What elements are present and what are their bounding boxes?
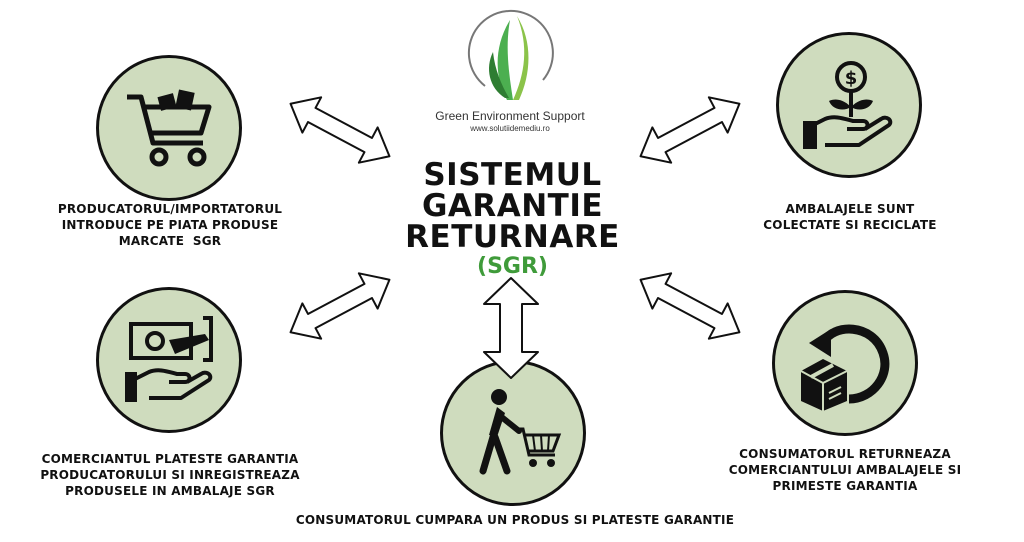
shopping-cart-icon — [127, 89, 212, 167]
label-collected: AMBALAJELE SUNT COLECTATE SI RECICLATE — [730, 201, 970, 233]
hand-money-plant-icon: $ — [803, 61, 893, 149]
diagram-title: SISTEMUL GARANTIE RETURNARE (SGR) — [385, 160, 640, 281]
arrow-consumer-center — [483, 277, 539, 379]
label-consumer-buys-line-1: CONSUMATORUL CUMPARA UN PRODUS SI PLATES… — [295, 513, 735, 527]
label-collected-line-2: COLECTATE SI RECICLATE — [763, 218, 937, 232]
circle-merchant — [96, 287, 242, 433]
title-line-2: GARANTIE — [421, 188, 604, 224]
label-consumer-buys: CONSUMATORUL CUMPARA UN PRODUS SI PLATES… — [270, 512, 760, 528]
arrow-merchant-center — [289, 272, 391, 340]
money-exchange-icon — [125, 316, 213, 402]
logo — [455, 8, 565, 108]
label-producer-line-1: PRODUCATORUL/IMPORTATORUL — [57, 202, 283, 216]
box-return-icon — [800, 324, 890, 411]
person-cart-icon — [479, 389, 562, 475]
title-abbreviation: (SGR) — [477, 254, 548, 279]
circle-consumer-returns — [772, 290, 918, 436]
arrow-collected-center — [639, 96, 741, 164]
label-consumer-returns-line-2: COMERCIANTULUI AMBALAJELE SI — [728, 463, 962, 477]
label-producer-line-3: MARCATE SGR — [118, 234, 222, 248]
label-merchant-line-3: PRODUSELE IN AMBALAJE SGR — [65, 484, 275, 498]
svg-text:$: $ — [845, 68, 858, 89]
label-merchant: COMERCIANTUL PLATESTE GARANTIA PRODUCATO… — [20, 451, 320, 499]
arrow-returns-center — [639, 272, 741, 340]
label-producer-line-2: INTRODUCE PE PIATA PRODUSE — [61, 218, 279, 232]
circle-collected: $ — [776, 32, 922, 178]
title-line-3: RETURNARE — [405, 219, 620, 255]
leaf-logo-icon — [467, 9, 554, 100]
label-producer: PRODUCATORUL/IMPORTATORUL INTRODUCE PE P… — [30, 201, 310, 249]
logo-website: www.solutiidemediu.ro — [470, 124, 550, 133]
circle-consumer-buys — [440, 360, 586, 506]
circle-producer — [96, 55, 242, 201]
label-consumer-returns-line-3: PRIMESTE GARANTIA — [772, 479, 918, 493]
label-merchant-line-1: COMERCIANTUL PLATESTE GARANTIA — [41, 452, 299, 466]
label-consumer-returns-line-1: CONSUMATORUL RETURNEAZA — [739, 447, 951, 461]
label-consumer-returns: CONSUMATORUL RETURNEAZA COMERCIANTULUI A… — [710, 446, 980, 494]
arrow-producer-center — [289, 96, 391, 164]
label-collected-line-1: AMBALAJELE SUNT — [785, 202, 915, 216]
logo-company-name: Green Environment Support — [435, 109, 585, 123]
label-merchant-line-2: PRODUCATORULUI SI INREGISTREAZA — [40, 468, 300, 482]
title-line-1: SISTEMUL — [423, 157, 602, 193]
